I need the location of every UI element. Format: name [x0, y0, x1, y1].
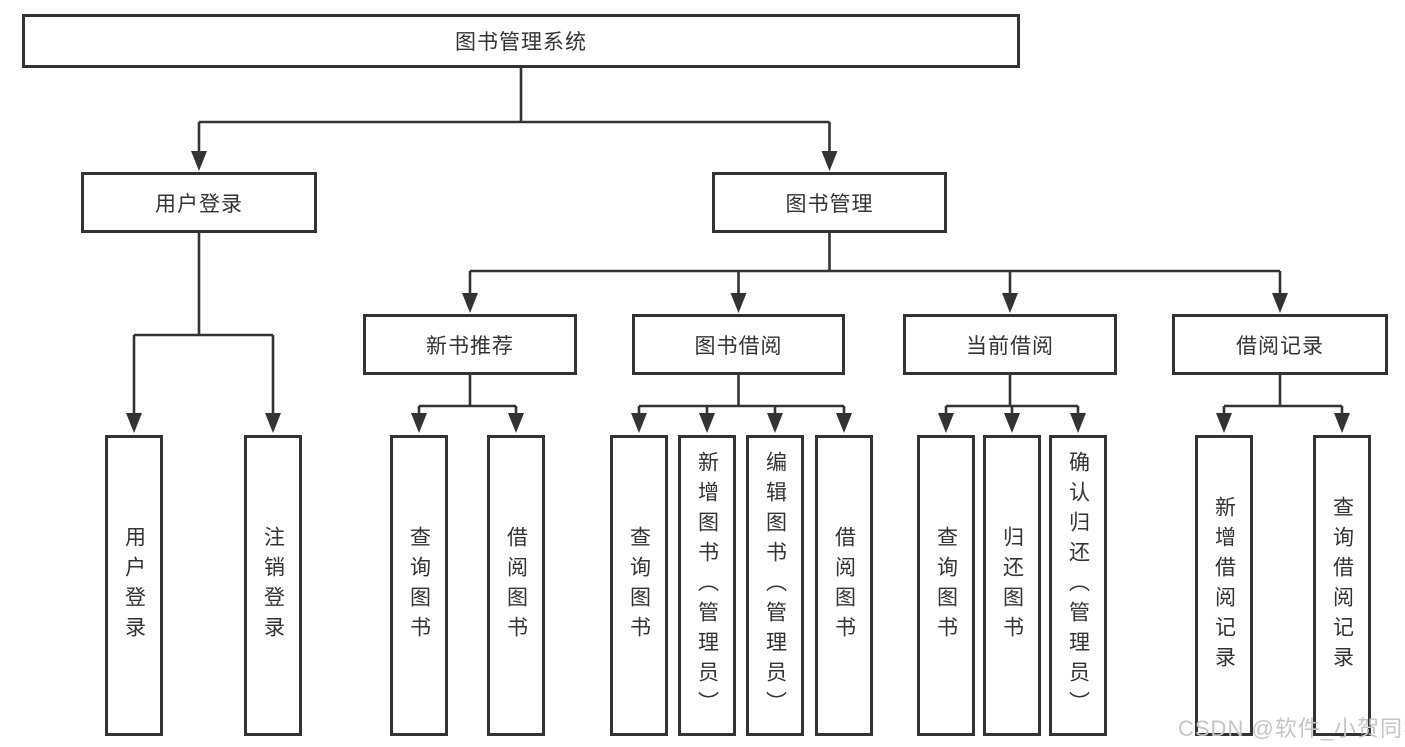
arrow-down-icon	[411, 413, 427, 433]
node-label: 编辑图书（管理员）	[763, 450, 787, 721]
leaf-logout: 注销登录	[244, 435, 302, 736]
node-label: 查询借阅记录	[1330, 495, 1354, 676]
arrow-down-icon	[1216, 413, 1232, 433]
arrowheads	[126, 151, 1350, 433]
csdn-watermark: CSDN @软件_小贺同学	[1178, 716, 1405, 741]
node-library-management-system: 图书管理系统	[22, 14, 1020, 68]
leaf-add-book-admin: 新增图书（管理员）	[678, 435, 736, 736]
node-current-borrowing: 当前借阅	[903, 314, 1117, 375]
leaf-borrow-books: 借阅图书	[815, 435, 873, 736]
arrow-down-icon	[730, 293, 747, 313]
node-label: 当前借阅	[966, 334, 1054, 358]
node-label: 新增图书（管理员）	[695, 450, 719, 721]
arrow-down-icon	[508, 413, 524, 433]
node-label: 归还图书	[1000, 525, 1024, 646]
node-label: 查询图书	[407, 525, 431, 646]
arrow-down-icon	[1272, 293, 1288, 313]
leaf-edit-book-admin: 编辑图书（管理员）	[746, 435, 804, 736]
node-label: 查询图书	[627, 525, 651, 646]
node-label: 借阅图书	[832, 525, 856, 646]
arrow-down-icon	[1002, 293, 1018, 313]
node-book-borrowing: 图书借阅	[632, 314, 845, 375]
leaf-query-books-borrowing: 查询图书	[610, 435, 668, 736]
leaf-return-books: 归还图书	[983, 435, 1041, 736]
node-label: 注销登录	[261, 525, 285, 646]
arrow-down-icon	[767, 413, 783, 433]
leaf-user-login: 用户登录	[105, 435, 163, 736]
arrow-down-icon	[836, 413, 852, 433]
leaf-query-books-current: 查询图书	[917, 435, 975, 736]
node-label: 借阅记录	[1236, 334, 1324, 358]
arrow-down-icon	[265, 413, 281, 433]
arrow-down-icon	[938, 413, 954, 433]
arrow-down-icon	[1004, 413, 1020, 433]
node-new-book-recommend: 新书推荐	[363, 314, 577, 375]
node-user-login-branch: 用户登录	[81, 172, 317, 233]
leaf-confirm-return-admin: 确认归还（管理员）	[1049, 435, 1107, 736]
node-label: 图书管理系统	[455, 31, 587, 54]
node-book-management-branch: 图书管理	[712, 172, 947, 233]
leaf-query-borrow-record: 查询借阅记录	[1313, 435, 1371, 736]
leaf-query-books-recommend: 查询图书	[390, 435, 448, 736]
arrow-down-icon	[631, 413, 647, 433]
arrow-down-icon	[1070, 413, 1086, 433]
node-label: 图书借阅	[694, 334, 783, 358]
arrow-down-icon	[462, 293, 478, 313]
node-label: 确认归还（管理员）	[1066, 450, 1090, 721]
node-label: 新增借阅记录	[1212, 495, 1236, 676]
leaf-add-borrow-record: 新增借阅记录	[1195, 435, 1253, 736]
node-label: 新书推荐	[426, 334, 514, 358]
node-label: 用户登录	[155, 192, 243, 216]
node-label: 查询图书	[934, 525, 958, 646]
arrow-down-icon	[1334, 413, 1350, 433]
node-label: 借阅图书	[504, 525, 528, 646]
leaf-borrow-books-recommend: 借阅图书	[487, 435, 545, 736]
connector-lines	[132, 68, 1344, 418]
node-label: 图书管理	[785, 192, 874, 216]
arrow-down-icon	[191, 151, 207, 171]
arrow-down-icon	[126, 413, 142, 433]
node-borrowing-records: 借阅记录	[1172, 314, 1388, 375]
arrow-down-icon	[699, 413, 715, 433]
arrow-down-icon	[821, 151, 838, 171]
node-label: 用户登录	[122, 525, 146, 646]
